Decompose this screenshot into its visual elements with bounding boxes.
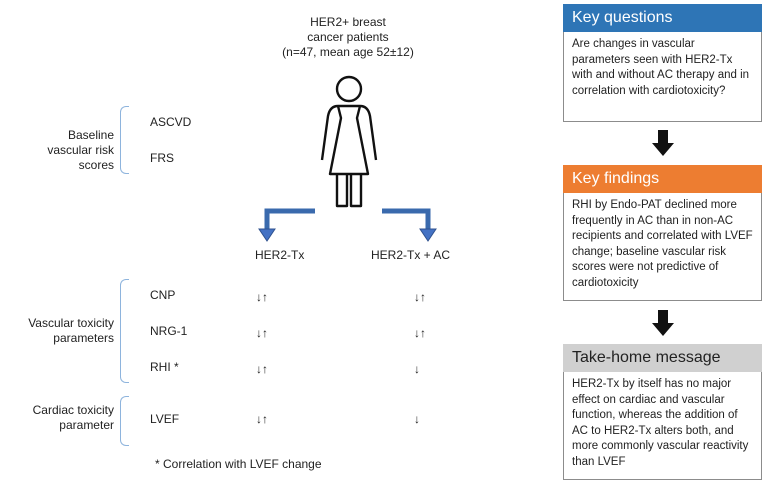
- population-line2: cancer patients: [307, 30, 389, 44]
- cnp-her2tx-ac-arrows: ↓↑: [414, 290, 426, 304]
- take-home-title: Take-home message: [563, 344, 762, 372]
- cnp-her2tx-arrows: ↓↑: [256, 290, 268, 304]
- vascular-label-line1: Vascular toxicity: [28, 316, 114, 330]
- down-arrow-icon: [652, 130, 674, 156]
- cardiac-label-line1: Cardiac toxicity: [32, 403, 114, 417]
- cardiac-label-line2: parameter: [59, 418, 114, 432]
- baseline-label: Baseline vascular risk scores: [10, 128, 114, 173]
- rhi-her2tx-ac-arrows: ↓: [414, 362, 420, 376]
- vascular-label-line2: parameters: [53, 331, 114, 345]
- baseline-label-line1: Baseline: [67, 128, 114, 142]
- person-icon: [320, 75, 378, 208]
- key-findings-text: RHI by Endo-PAT declined more frequently…: [563, 193, 762, 301]
- cardiac-label: Cardiac toxicity parameter: [10, 403, 114, 433]
- param-lvef: LVEF: [150, 412, 180, 426]
- key-findings-panel: Key findings RHI by Endo-PAT declined mo…: [563, 165, 762, 301]
- key-questions-panel: Key questions Are changes in vascular pa…: [563, 4, 762, 122]
- branch-arrow-left-icon: [258, 208, 315, 242]
- cardiac-bracket: [120, 396, 129, 446]
- lvef-her2tx-ac-arrows: ↓: [414, 412, 420, 426]
- nrg1-her2tx-arrows: ↓↑: [256, 326, 268, 340]
- take-home-panel: Take-home message HER2-Tx by itself has …: [563, 344, 762, 480]
- rhi-her2tx-arrows: ↓↑: [256, 362, 268, 376]
- vascular-bracket: [120, 279, 129, 383]
- lvef-her2tx-arrows: ↓↑: [256, 412, 268, 426]
- population-line1: HER2+ breast: [310, 15, 386, 29]
- group-label-her2tx-ac: HER2-Tx + AC: [371, 248, 451, 262]
- param-cnp: CNP: [150, 288, 176, 302]
- key-questions-text: Are changes in vascular parameters seen …: [563, 32, 762, 122]
- key-questions-title: Key questions: [563, 4, 762, 32]
- group-label-her2tx: HER2-Tx: [255, 248, 305, 262]
- vascular-label: Vascular toxicity parameters: [10, 316, 114, 346]
- param-nrg1: NRG-1: [150, 324, 188, 338]
- population-line3: (n=47, mean age 52±12): [282, 45, 414, 59]
- baseline-bracket: [120, 106, 129, 174]
- population-title: HER2+ breast cancer patients (n=47, mean…: [268, 15, 428, 60]
- down-arrow-icon: [652, 310, 674, 336]
- take-home-text: HER2-Tx by itself has no major effect on…: [563, 372, 762, 480]
- score-frs: FRS: [150, 151, 174, 165]
- footnote: * Correlation with LVEF change: [155, 457, 322, 471]
- baseline-label-line2: vascular risk scores: [47, 143, 114, 172]
- param-rhi: RHI *: [150, 360, 179, 374]
- key-findings-title: Key findings: [563, 165, 762, 193]
- score-ascvd: ASCVD: [150, 115, 192, 129]
- nrg1-her2tx-ac-arrows: ↓↑: [414, 326, 426, 340]
- branch-arrow-right-icon: [382, 208, 437, 242]
